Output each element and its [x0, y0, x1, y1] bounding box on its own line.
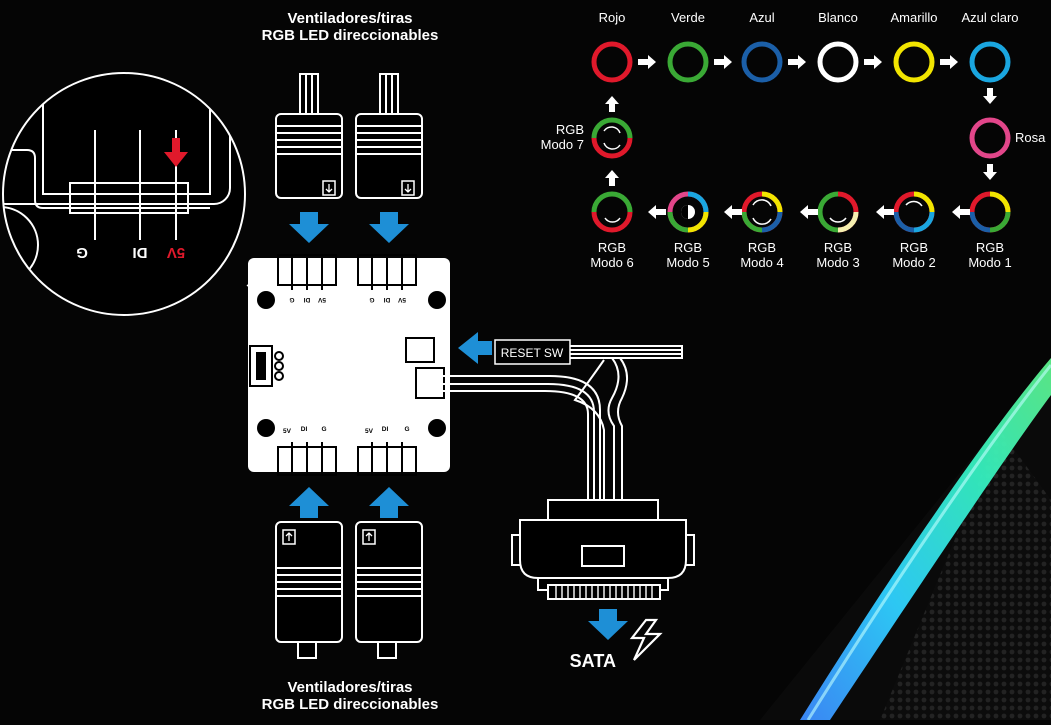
- rgb-mode-2-ring: [893, 191, 935, 233]
- rgb-mode-rings: [591, 117, 1011, 233]
- top-label-line1: Ventiladores/tiras: [287, 10, 413, 27]
- case-background: [760, 358, 1051, 721]
- rgb-mode-5-label: RGB Modo 5: [666, 240, 710, 270]
- top-plug-left: [275, 73, 343, 199]
- reset-sw-label: RESET SW: [501, 346, 564, 360]
- zoom-pin-5v: 5V: [167, 244, 185, 261]
- top-connector-label: Ventiladores/tiras RGB LED direccionable…: [225, 10, 475, 45]
- top-label-line2: RGB LED direccionables: [261, 27, 439, 45]
- hub-board: [248, 254, 450, 476]
- top-plug-right: [355, 73, 423, 199]
- hub-top-left-di: DI: [304, 296, 311, 303]
- color-name-white: Blanco: [818, 10, 858, 25]
- hub-bottom-left-5v: 5V: [283, 428, 292, 435]
- hub-bottom-right-5v: 5V: [365, 428, 374, 435]
- sata-connector: [511, 499, 695, 600]
- color-name-yellow: Amarillo: [890, 10, 938, 25]
- color-ring-green: [667, 41, 709, 83]
- bottom-plug-left: [275, 521, 343, 659]
- arrow-down-icon: [369, 212, 409, 243]
- rgb-mode-7-label: RGB Modo 7: [540, 122, 584, 152]
- zoom-pin-di: DI: [133, 244, 148, 261]
- color-name-blue: Azul: [749, 10, 775, 25]
- color-ring-red: [591, 41, 633, 83]
- zoom-pin-labels: G DI 5V: [76, 244, 185, 261]
- color-name-cyan: Azul claro: [961, 10, 1019, 25]
- bottom-connectors: [275, 521, 423, 659]
- color-ring-cyan: [969, 41, 1011, 83]
- hub-pin-labels: G DI 5V G DI 5V 5V DI G 5V DI G: [283, 296, 410, 435]
- rgb-mode-4-label: RGB Modo 4: [740, 240, 784, 270]
- blue-arrows: [289, 212, 628, 640]
- color-ring-yellow: [893, 41, 935, 83]
- zoom-pin-g: G: [76, 244, 88, 261]
- hub-top-left-g: G: [289, 296, 294, 303]
- bottom-label-line2: RGB LED direccionables: [261, 696, 439, 714]
- arrow-down-icon: [588, 609, 628, 640]
- hub-top-right-g: G: [369, 296, 374, 303]
- color-name-pink: Rosa: [1015, 130, 1046, 145]
- rgb-mode-4-ring: [741, 191, 783, 233]
- rgb-mode-1-ring: [969, 191, 1011, 233]
- hub-top-left-5v: 5V: [317, 296, 326, 303]
- lightning-icon: [629, 618, 663, 661]
- pin-zoom-circle: [2, 72, 264, 316]
- color-ring-white: [817, 41, 859, 83]
- color-name-red: Rojo: [598, 10, 626, 25]
- hub-bottom-right-g: G: [404, 426, 409, 433]
- rgb-mode-7-ring: [591, 117, 633, 159]
- arrow-down-icon: [289, 212, 329, 243]
- hub-bottom-left-g: G: [321, 426, 326, 433]
- rgb-mode-3-ring: [817, 191, 859, 233]
- hub-bottom-right-di: DI: [382, 426, 389, 433]
- color-name-green: Verde: [671, 10, 705, 25]
- rgb-mode-2-label: RGB Modo 2: [892, 240, 936, 270]
- bottom-connector-label: Ventiladores/tiras RGB LED direccionable…: [225, 679, 475, 714]
- rgb-mode-6-label: RGB Modo 6: [590, 240, 634, 270]
- bottom-plug-right: [355, 521, 423, 659]
- arrow-left-icon: [458, 332, 492, 364]
- rgb-mode-6-ring: [591, 191, 633, 233]
- color-ring-blue: [741, 41, 783, 83]
- hub-bottom-left-di: DI: [301, 426, 308, 433]
- top-connectors: [275, 73, 423, 199]
- color-ring-pink: [969, 117, 1011, 159]
- reset-sw-box: [494, 339, 571, 365]
- hub-top-right-5v: 5V: [397, 296, 406, 303]
- arrow-up-icon: [289, 487, 329, 518]
- sata-label: SATA: [569, 651, 616, 671]
- red-arrow-icon: [164, 138, 188, 167]
- bottom-label-line1: Ventiladores/tiras: [287, 679, 413, 696]
- hub-top-right-di: DI: [384, 296, 391, 303]
- cables: [440, 345, 683, 500]
- rgb-mode-3-label: RGB Modo 3: [816, 240, 860, 270]
- arrow-up-icon: [369, 487, 409, 518]
- flow-arrows: [605, 55, 997, 219]
- rgb-mode-1-label: RGB Modo 1: [968, 240, 1012, 270]
- rgb-mode-5-ring: [667, 191, 709, 233]
